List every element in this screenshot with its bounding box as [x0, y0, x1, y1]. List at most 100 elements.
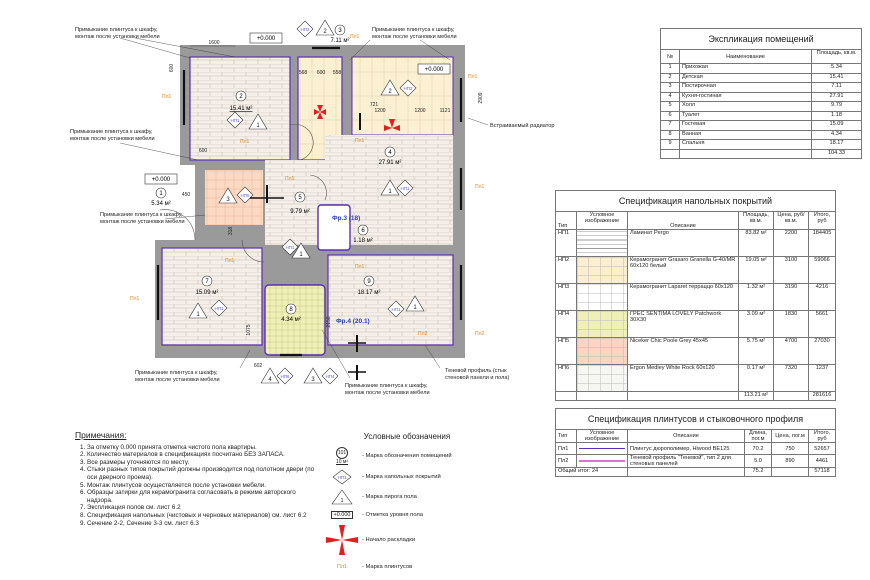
- floor-total-sum: 281616: [808, 391, 836, 401]
- svg-text:3: 3: [311, 377, 315, 383]
- svg-text:568: 568: [299, 70, 308, 76]
- pie-mark: 1: [405, 295, 425, 312]
- rooms-table: Экспликация помещений № Наименование Пло…: [660, 28, 862, 159]
- callout-line: Примыкание плинтуса к шкафу,: [70, 129, 153, 135]
- callout-plinth-wardrobe: Примыкание плинтуса к шкафу,монтаж после…: [135, 370, 220, 384]
- table-cell: 5.34: [811, 63, 862, 74]
- layout-start-symbol: [322, 524, 362, 556]
- col-header: Цена, руб/кв.м.: [773, 211, 809, 230]
- svg-text:НП1: НП1: [338, 475, 347, 480]
- plinth-total-sum: 57118: [808, 467, 836, 477]
- svg-text:9.79 м²: 9.79 м²: [290, 209, 309, 215]
- table-cell: Прихожая: [679, 63, 812, 74]
- svg-text:1: 1: [413, 305, 417, 311]
- callout-line: монтаж после установки мебели: [345, 389, 430, 396]
- pie-mark: 1: [291, 242, 311, 259]
- svg-text:+0.000: +0.000: [152, 177, 171, 183]
- table-cell-total: 4216: [808, 283, 836, 311]
- svg-text:2: 2: [239, 94, 243, 100]
- floor-mark: НП2: [296, 20, 314, 38]
- legend-title: Условные обозначения: [363, 432, 451, 441]
- layout-start-cross-icon: [326, 525, 358, 555]
- table-cell: 18.17: [811, 139, 862, 150]
- svg-text:Пл2: Пл2: [475, 331, 485, 337]
- col-header: Цена, пог.м: [771, 429, 809, 443]
- total-cell: [771, 467, 809, 477]
- svg-text:8: 8: [289, 307, 293, 313]
- swatch: [576, 364, 628, 392]
- table-cell: 3: [660, 82, 680, 93]
- floor-plan: 215.41 м² 37.11 м² 427.91 м² 15.34 м² 59…: [119, 19, 489, 385]
- room-5-holl: [265, 160, 327, 245]
- table-cell-type: НП6: [555, 364, 577, 392]
- table-cell: Туалет: [679, 110, 812, 121]
- plinth-line-swatch: [576, 442, 628, 455]
- rooms-table-title: Экспликация помещений: [660, 28, 862, 50]
- svg-text:1121: 1121: [440, 108, 451, 114]
- swatch: [576, 229, 628, 257]
- svg-text:7.11 м²: 7.11 м²: [330, 38, 349, 44]
- floor-marks: НП1 НП2 НП2 НП1 НП5 НП1 НП1 НП1 НП6 НП4: [210, 20, 417, 385]
- table-cell-total: 52657: [808, 442, 836, 455]
- col-header: Площадь, кв.м.: [738, 211, 774, 230]
- legend-plinth-mark: Пл1 - Марка плинтусов: [322, 557, 472, 577]
- floor-spec-table: Спецификация напольных покрытий Тип Усло…: [555, 190, 836, 401]
- col-header: Условное изображение: [576, 211, 628, 230]
- room-6-tualet: [317, 204, 351, 251]
- table-cell: Детская: [679, 72, 812, 83]
- svg-text:5.34 м²: 5.34 м²: [151, 201, 170, 207]
- legend-label: - Марка обозначения помещений: [362, 453, 452, 459]
- total-cell: [679, 148, 812, 159]
- plinth-marks: Пл1 Пл1 Пл1 Пл1 Пл1 Пл2 Пл2 Пл1 Пл1 Пл1 …: [130, 34, 485, 337]
- svg-text:2: 2: [323, 29, 327, 35]
- svg-text:НП4: НП4: [326, 374, 335, 379]
- table-cell: 2: [660, 72, 680, 83]
- layout-start-marks: [314, 105, 400, 131]
- legend-pie-mark: 1 - Марка пирога пола: [322, 487, 472, 507]
- svg-text:6: 6: [361, 228, 365, 234]
- legend: Условные обозначения 101 10 м² - Марка о…: [322, 432, 472, 577]
- note-item: Экспликация полов см. лист 6.2: [87, 504, 315, 512]
- legend-label: - Марка напольных покрытий: [362, 474, 441, 480]
- floor-mark: НП1: [396, 179, 414, 197]
- svg-text:558: 558: [333, 70, 342, 76]
- room-mark-7: 715.09 м²: [196, 275, 218, 296]
- svg-text:НП1: НП1: [401, 186, 410, 191]
- table-cell-total: 27030: [808, 337, 836, 365]
- callout-line: монтаж после установки мебели: [70, 135, 155, 142]
- pie-mark: 3: [303, 367, 323, 384]
- table-cell: 1: [660, 63, 680, 74]
- table-cell-area: 83.82 м²: [738, 229, 774, 257]
- svg-text:1075: 1075: [246, 324, 252, 335]
- total-cell: [627, 391, 739, 401]
- table-cell-desc: Керамогранит Laparet терраццо 60x120: [627, 283, 739, 311]
- svg-text:4: 4: [268, 377, 272, 383]
- legend-floor-mark: НП1 - Марка напольных покрытий: [322, 467, 472, 487]
- callout-plinth-wardrobe: Примыкание плинтуса к шкафу,монтаж после…: [372, 27, 457, 41]
- svg-text:Пл1: Пл1: [285, 176, 295, 182]
- floor-mark: НП6: [276, 367, 294, 385]
- floor-mark-symbol: НП1: [322, 469, 362, 485]
- svg-text:Пл1: Пл1: [225, 258, 235, 264]
- table-cell-type: НП1: [555, 229, 577, 257]
- col-header: Итого, руб: [808, 211, 836, 230]
- callout-line: Примыкание плинтуса к шкафу,: [345, 383, 428, 389]
- svg-text:Пл1: Пл1: [240, 139, 250, 145]
- svg-text:7: 7: [205, 279, 209, 285]
- table-cell-desc: Керамогранит Grasaro Granella G-40/MR 60…: [627, 256, 739, 284]
- table-cell: Спальня: [679, 139, 812, 150]
- legend-label: - Марка пирога пола: [362, 494, 417, 500]
- svg-text:1600: 1600: [208, 40, 219, 46]
- table-cell: 7: [660, 120, 680, 131]
- pie-mark: 4: [260, 367, 280, 384]
- table-cell: 5: [660, 101, 680, 112]
- svg-text:5: 5: [298, 195, 302, 201]
- table-cell-total: 184405: [808, 229, 836, 257]
- col-header: Итого, руб: [808, 429, 836, 443]
- svg-text:1: 1: [341, 498, 344, 504]
